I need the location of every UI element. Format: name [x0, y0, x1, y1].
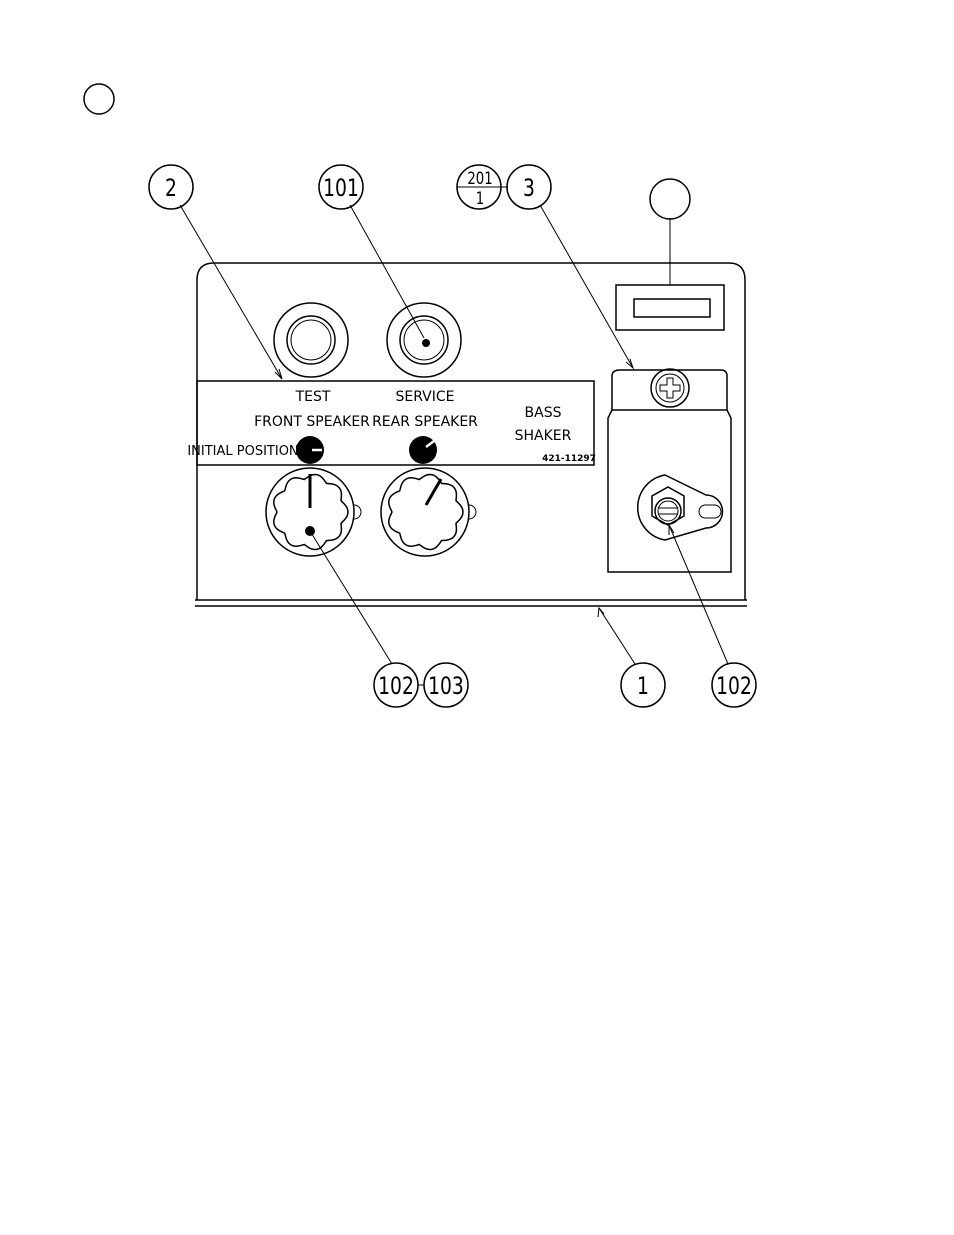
service-button	[387, 303, 461, 377]
front-speaker-knob	[266, 468, 361, 556]
svg-text:3: 3	[523, 175, 535, 203]
callout-2: 2	[149, 165, 193, 209]
svg-text:102: 102	[378, 673, 414, 701]
svg-text:201: 201	[467, 168, 492, 188]
knob-icon	[296, 436, 324, 464]
callout-101: 101	[319, 165, 363, 209]
index-bubble	[84, 84, 114, 114]
callout-103: 103	[424, 663, 468, 707]
indicator-window	[616, 285, 724, 330]
slotted-screw-icon	[655, 498, 681, 524]
callout-3: 3	[507, 165, 551, 209]
service-label: SERVICE	[395, 389, 454, 405]
front-speaker-label: FRONT SPEAKER	[254, 414, 370, 430]
shaker-label: SHAKER	[515, 428, 572, 444]
svg-text:1: 1	[476, 188, 484, 208]
rear-speaker-label: REAR SPEAKER	[372, 414, 478, 430]
phillips-screw-icon	[651, 369, 689, 407]
svg-text:103: 103	[428, 673, 464, 701]
svg-text:102: 102	[716, 673, 752, 701]
bass-shaker-bracket	[608, 370, 731, 572]
callout-1: 1	[621, 663, 665, 707]
bass-label: BASS	[525, 405, 562, 421]
test-button	[274, 303, 348, 377]
test-label: TEST	[295, 389, 331, 405]
control-panel	[195, 263, 747, 606]
rear-speaker-knob	[381, 468, 476, 556]
svg-text:1: 1	[637, 673, 649, 701]
initial-position-label: INITIAL POSITION	[187, 444, 298, 459]
callout-blank	[650, 179, 690, 219]
leader-arrowheads	[275, 359, 674, 617]
callout-102: 102	[374, 663, 418, 707]
decal-part-number: 421-11297	[542, 454, 596, 464]
knob-icon	[409, 436, 437, 464]
svg-text:2: 2	[165, 175, 177, 203]
svg-text:101: 101	[323, 175, 359, 203]
callout-201-1: 201 1	[457, 165, 501, 209]
callout-102-right: 102	[712, 663, 756, 707]
